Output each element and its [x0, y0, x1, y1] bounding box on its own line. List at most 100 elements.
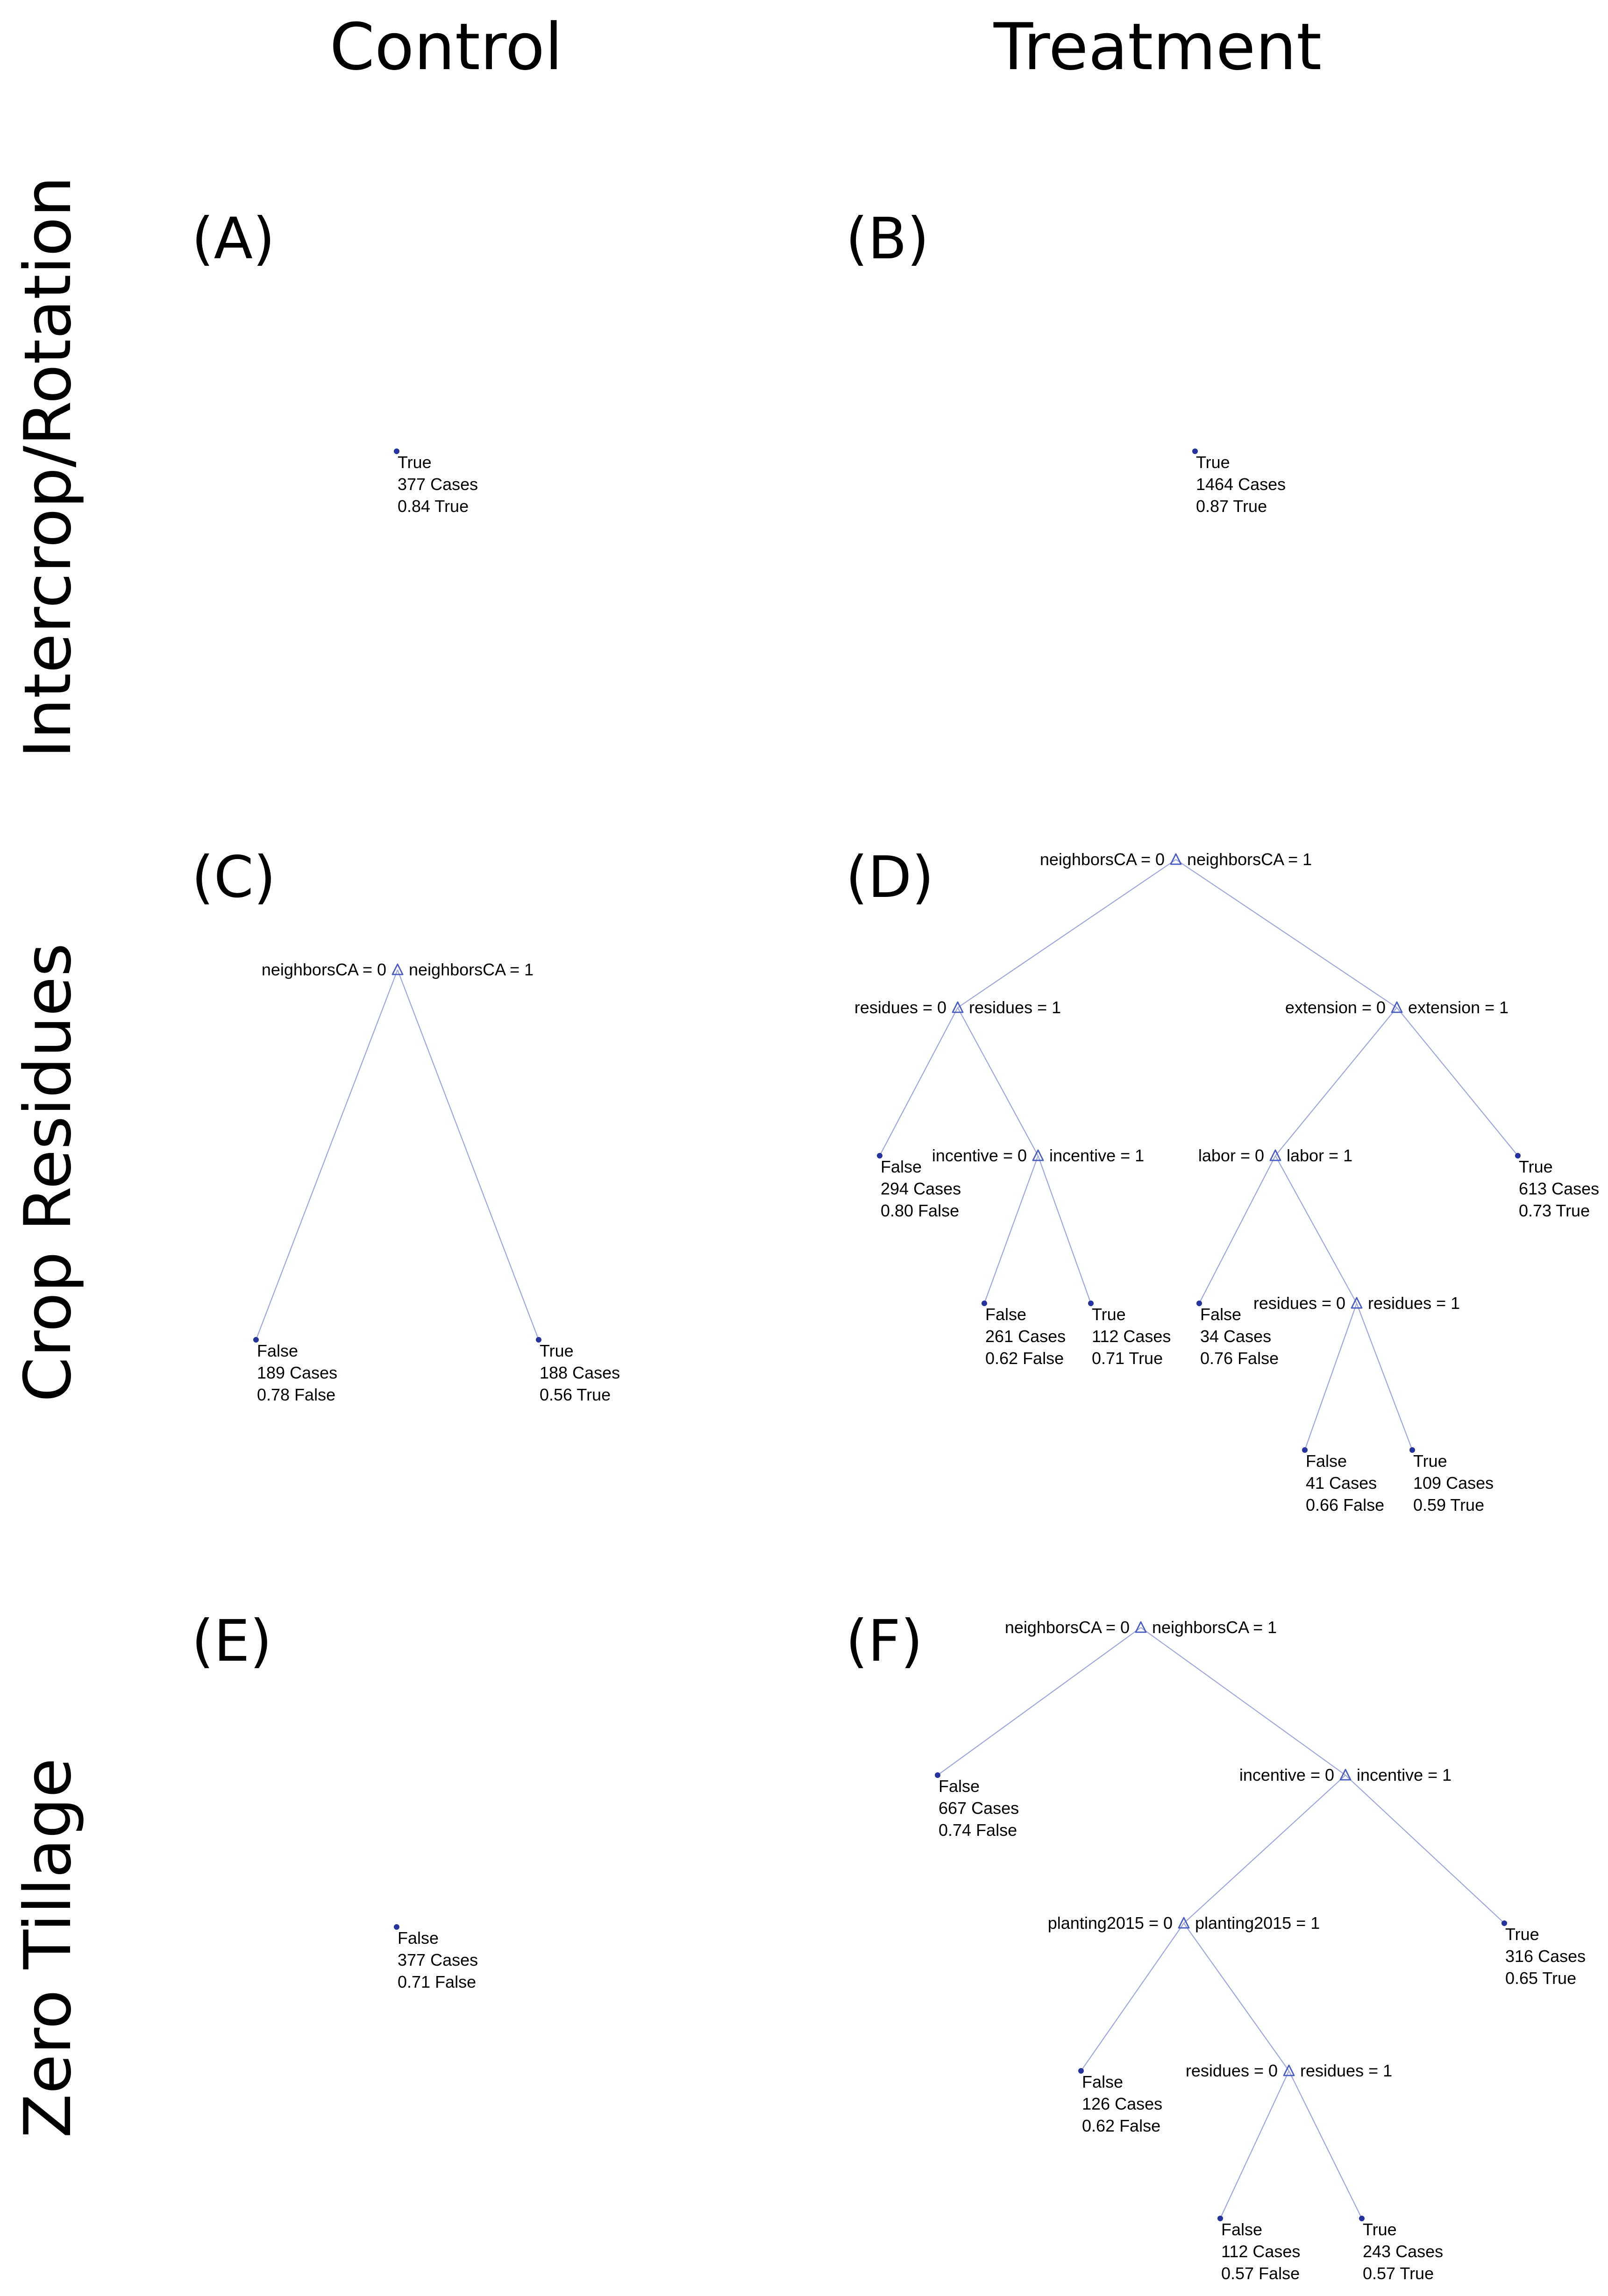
row-heading-crop-residues: Crop Residues	[10, 943, 85, 1402]
column-heading-treatment: Treatment	[993, 9, 1322, 85]
leaf-probability: 0.66 False	[1306, 1495, 1384, 1514]
dot-leaf-node-icon	[1078, 2068, 1084, 2074]
split-condition-right: labor = 1	[1287, 1146, 1352, 1165]
tree-edge	[983, 1155, 1039, 1304]
leaf-case-count: 41 Cases	[1306, 1473, 1377, 1493]
split-condition-left: residues = 0	[1186, 2061, 1278, 2080]
split-condition-left: incentive = 0	[932, 1146, 1027, 1165]
split-condition-right: residues = 1	[1300, 2061, 1392, 2080]
dot-leaf-node-icon	[1409, 1447, 1415, 1453]
leaf-probability: 0.80 False	[881, 1201, 959, 1220]
panel-letter-d: (D)	[846, 844, 934, 910]
leaf-class-label: True	[1519, 1157, 1553, 1176]
leaf-probability: 0.74 False	[939, 1820, 1017, 1840]
leaf-probability: 0.59 True	[1413, 1495, 1484, 1514]
dot-leaf-node-icon	[1217, 2216, 1223, 2221]
panel-letter-a: (A)	[192, 206, 275, 272]
split-condition-left: neighborsCA = 0	[262, 960, 386, 979]
leaf-case-count: 1464 Cases	[1196, 475, 1286, 494]
dot-leaf-node-icon	[935, 1772, 940, 1778]
tree-edge	[1275, 1007, 1397, 1156]
leaf-case-count: 34 Cases	[1200, 1327, 1271, 1346]
leaf-case-count: 112 Cases	[1092, 1327, 1171, 1346]
triangle-split-node-icon	[1170, 853, 1182, 865]
dot-leaf-node-icon	[1302, 1447, 1308, 1453]
triangle-split-node-icon	[1351, 1297, 1363, 1309]
split-condition-right: incentive = 1	[1357, 1765, 1451, 1784]
leaf-class-label: False	[1306, 1451, 1347, 1471]
triangle-split-node-icon	[1032, 1149, 1044, 1161]
split-condition-right: residues = 1	[969, 998, 1061, 1017]
triangle-split-node-icon	[952, 1001, 964, 1013]
leaf-class-label: True	[1413, 1451, 1447, 1471]
dot-leaf-node-icon	[1088, 1301, 1094, 1306]
leaf-class-label: True	[1505, 1925, 1539, 1944]
panel-letter-c: (C)	[192, 844, 276, 910]
tree-edge	[1037, 1155, 1092, 1304]
tree-edge	[1220, 2070, 1289, 2219]
leaf-probability: 0.62 False	[985, 1349, 1064, 1368]
leaf-class-label: False	[1221, 2220, 1262, 2239]
dot-leaf-node-icon	[394, 448, 399, 454]
column-heading-control: Control	[330, 9, 563, 85]
tree-edge	[1275, 1155, 1357, 1304]
split-condition-left: neighborsCA = 0	[1040, 850, 1165, 869]
split-condition-left: labor = 0	[1198, 1146, 1264, 1165]
tree-edge	[255, 969, 398, 1340]
tree-edge	[1175, 859, 1397, 1008]
split-condition-left: incentive = 0	[1239, 1765, 1334, 1784]
leaf-probability: 0.57 True	[1363, 2264, 1434, 2283]
dot-leaf-node-icon	[1196, 1301, 1202, 1306]
tree-edge	[1356, 1303, 1413, 1450]
leaf-case-count: 667 Cases	[939, 1798, 1019, 1818]
dot-leaf-node-icon	[1515, 1153, 1521, 1159]
split-condition-left: extension = 0	[1285, 998, 1386, 1017]
leaf-probability: 0.71 False	[398, 1972, 476, 1991]
tree-edge	[1140, 1627, 1346, 1776]
leaf-probability: 0.57 False	[1221, 2264, 1300, 2283]
leaf-class-label: True	[398, 453, 432, 472]
tree-edge	[397, 969, 540, 1340]
panel-letter-f: (F)	[846, 1608, 923, 1674]
leaf-case-count: 243 Cases	[1363, 2242, 1443, 2261]
tree-edge	[1183, 1775, 1346, 1924]
leaf-class-label: False	[985, 1305, 1026, 1324]
leaf-probability: 0.78 False	[257, 1385, 335, 1404]
split-condition-left: residues = 0	[1253, 1294, 1345, 1313]
tree-edge	[1199, 1155, 1276, 1304]
split-condition-right: incentive = 1	[1049, 1146, 1144, 1165]
leaf-probability: 0.73 True	[1519, 1201, 1590, 1220]
leaf-class-label: True	[1092, 1305, 1126, 1324]
leaf-probability: 0.56 True	[540, 1385, 611, 1404]
leaf-probability: 0.87 True	[1196, 497, 1267, 516]
tree-edge	[1081, 1923, 1184, 2071]
panel-letter-b: (B)	[846, 206, 929, 272]
leaf-probability: 0.62 False	[1082, 2116, 1160, 2135]
leaf-class-label: False	[1082, 2072, 1123, 2091]
dot-leaf-node-icon	[982, 1301, 987, 1306]
leaf-case-count: 112 Cases	[1221, 2242, 1300, 2261]
leaf-case-count: 261 Cases	[985, 1327, 1066, 1346]
split-condition-left: residues = 0	[854, 998, 946, 1017]
leaf-case-count: 109 Cases	[1413, 1473, 1494, 1493]
triangle-split-node-icon	[391, 963, 404, 975]
tree-edge	[937, 1627, 1141, 1776]
triangle-split-node-icon	[1135, 1621, 1147, 1633]
leaf-class-label: True	[540, 1341, 574, 1360]
leaf-class-label: False	[398, 1928, 439, 1948]
leaf-case-count: 188 Cases	[540, 1363, 620, 1382]
leaf-class-label: False	[1200, 1305, 1241, 1324]
triangle-split-node-icon	[1283, 2064, 1295, 2076]
tree-edge	[1183, 1923, 1289, 2071]
panel-letter-e: (E)	[192, 1608, 272, 1674]
split-condition-left: neighborsCA = 0	[1005, 1618, 1130, 1637]
leaf-case-count: 294 Cases	[881, 1179, 961, 1198]
tree-edge	[1345, 1775, 1505, 1924]
